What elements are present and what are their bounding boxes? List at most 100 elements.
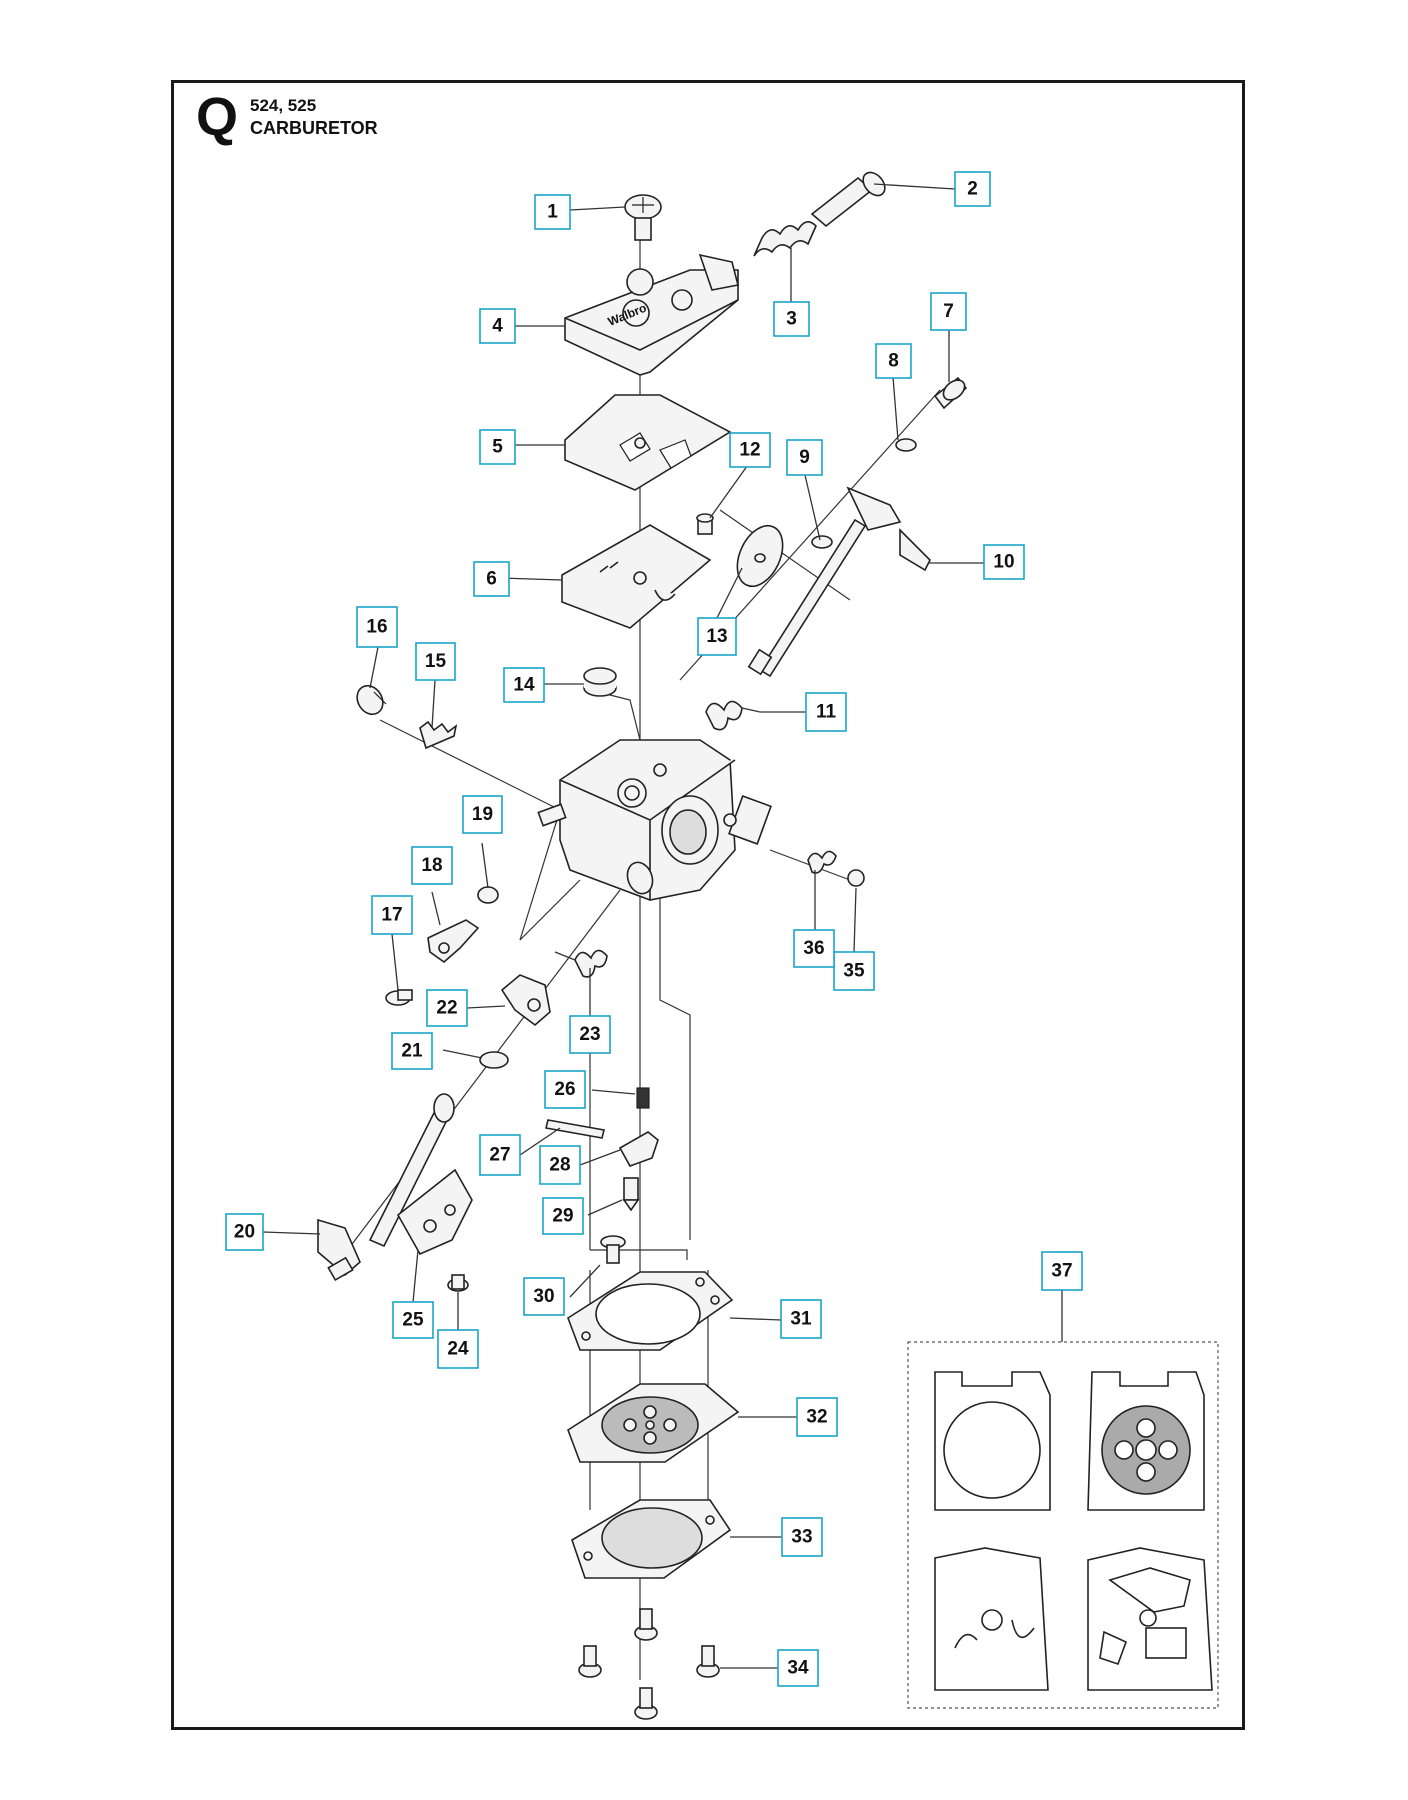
part-22-lever [500,974,551,1027]
part-12-screw [696,513,714,535]
svg-text:19: 19 [472,804,493,825]
svg-text:17: 17 [381,905,402,926]
part-10-throttle-shaft [747,486,931,678]
part-25-choke-plate [396,1168,473,1256]
part-31-gasket [567,1271,734,1351]
part-27-pin [545,1119,605,1139]
svg-text:8: 8 [888,351,899,372]
svg-text:21: 21 [401,1041,423,1062]
part-5-gasket [564,394,732,491]
svg-text:1: 1 [547,202,558,223]
svg-text:23: 23 [579,1024,600,1045]
part-1-screw [624,194,662,241]
part-33-metering-cover [571,1499,732,1579]
callout-25: 25 [392,1301,434,1339]
callout-18: 18 [411,846,453,885]
svg-text:33: 33 [791,1527,812,1548]
callout-2: 2 [954,171,991,207]
diagram-title: CARBURETOR [250,118,378,138]
svg-text:15: 15 [425,651,447,672]
part-15-spring [419,720,458,750]
part-24-screw [447,1274,469,1292]
svg-text:4: 4 [492,316,503,337]
svg-text:7: 7 [943,301,954,322]
callout-17: 17 [371,895,413,935]
callout-31: 31 [780,1299,822,1339]
svg-text:32: 32 [806,1407,827,1428]
svg-text:31: 31 [790,1309,812,1330]
part-21-washer [479,1051,509,1069]
part-17-screw [385,989,413,1006]
carburetor-body [537,739,772,901]
callout-26: 26 [544,1070,586,1109]
svg-text:28: 28 [549,1155,570,1176]
svg-text:30: 30 [533,1286,554,1307]
callout-19: 19 [462,795,503,834]
callout-20: 20 [225,1213,264,1251]
diagram-frame [171,80,1245,1730]
part-3-spring [753,221,817,257]
svg-text:36: 36 [803,938,824,959]
callout-23: 23 [569,1015,611,1054]
svg-text:11: 11 [816,702,837,723]
part-6-diaphragm [561,524,712,629]
callout-13: 13 [697,617,737,656]
callout-32: 32 [796,1397,838,1437]
section-letter: Q [196,87,239,147]
callout-27: 27 [479,1134,521,1176]
callout-30: 30 [523,1277,565,1316]
callout-1: 1 [534,194,571,230]
callout-14: 14 [503,667,545,703]
svg-text:37: 37 [1051,1261,1072,1282]
callout-12: 12 [729,432,771,468]
part-32-diaphragm [567,1383,740,1463]
callout-10: 10 [983,544,1025,580]
svg-text:10: 10 [993,552,1014,573]
callout-11: 11 [805,692,847,732]
part-9-clip [811,535,833,549]
part-28-lever [618,1131,659,1167]
svg-text:34: 34 [787,1658,809,1679]
leader-lines [262,183,985,1669]
callout-29: 29 [542,1197,584,1235]
part-13-throttle-plate [736,524,784,588]
callout-3: 3 [773,301,810,337]
svg-text:29: 29 [552,1206,573,1227]
svg-text:16: 16 [366,617,387,638]
svg-text:2: 2 [967,179,978,200]
callout-15: 15 [415,642,456,681]
callout-8: 8 [875,343,912,379]
svg-text:9: 9 [799,447,810,468]
callout-24: 24 [437,1329,479,1369]
part-23-spring [554,949,608,978]
callout-28: 28 [539,1145,581,1185]
part-4-pump-cover: Walbro [564,253,739,376]
part-14-welch-plug [583,667,617,697]
svg-text:14: 14 [513,675,535,696]
callout-36: 36 [793,929,835,968]
part-16-plug [356,684,387,716]
svg-text:6: 6 [486,569,497,590]
part-36-spring [807,850,837,874]
callout-4: 4 [479,308,516,344]
part-30-screw [600,1235,626,1264]
part-20-choke-shaft [317,1093,455,1282]
part-29-needle [622,1177,640,1212]
callout-21: 21 [391,1032,433,1070]
part-37-gasket-kit [907,1270,1219,1709]
callout-9: 9 [786,439,823,476]
svg-text:22: 22 [436,998,457,1019]
part-7-screw [933,376,968,410]
svg-text:24: 24 [447,1339,469,1360]
callouts: 1 2 3 4 5 6 7 8 9 10 11 12 13 14 15 16 1… [225,171,1083,1687]
svg-text:25: 25 [402,1310,424,1331]
svg-text:13: 13 [706,626,727,647]
callout-5: 5 [479,429,516,465]
part-35-ball [847,869,865,887]
svg-text:12: 12 [739,440,760,461]
part-19-clip [477,886,499,904]
svg-text:3: 3 [786,309,797,330]
svg-text:18: 18 [421,855,442,876]
svg-text:35: 35 [843,961,865,982]
part-18-choke-lever [427,919,480,964]
